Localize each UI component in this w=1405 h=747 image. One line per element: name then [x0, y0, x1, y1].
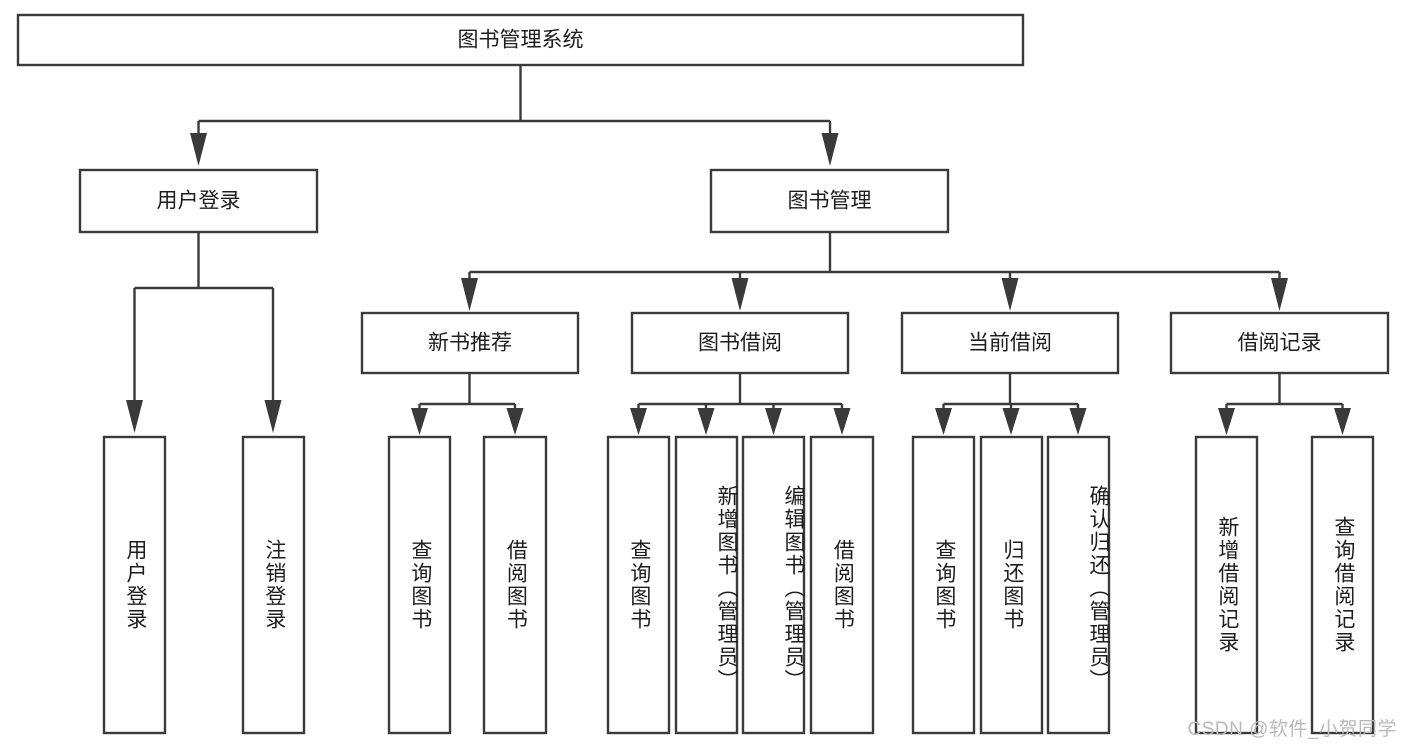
node-current-borrow-label: 当前借阅	[968, 332, 1052, 355]
node-borrow-record[interactable]	[1169, 311, 1390, 375]
node-leaf-query-book-3[interactable]	[911, 435, 976, 735]
node-book-management[interactable]	[709, 168, 950, 234]
arrow-head-icon	[1069, 408, 1087, 435]
connector-book-management-to-level3	[461, 232, 1288, 311]
node-leaf-borrow-book-2[interactable]	[809, 435, 875, 735]
node-leaf-borrow-book-1[interactable]	[482, 435, 548, 735]
arrow-head-icon	[1271, 278, 1288, 311]
arrow-head-icon	[1334, 408, 1351, 435]
watermark: CSDN @软件_小贺同学	[1187, 719, 1397, 740]
node-book-borrow[interactable]	[630, 311, 850, 375]
arrow-head-icon	[1002, 408, 1020, 435]
connector-book-borrow-to-leaves	[630, 373, 851, 435]
node-leaf-return-book[interactable]	[979, 435, 1044, 735]
node-user-login[interactable]	[78, 168, 319, 234]
arrow-head-icon	[833, 408, 851, 435]
connector-current-borrow-to-leaves	[935, 373, 1087, 435]
node-book-management-label: 图书管理	[788, 190, 872, 213]
node-book-borrow-label: 图书借阅	[698, 332, 782, 355]
node-new-book-recommend[interactable]	[360, 311, 580, 375]
node-root[interactable]	[16, 13, 1025, 67]
node-leaf-logout-login[interactable]	[241, 435, 306, 735]
node-leaf-edit-book[interactable]	[741, 435, 806, 735]
arrow-head-icon	[731, 278, 749, 311]
arrow-head-icon	[1001, 278, 1019, 311]
node-new-book-recommend-label: 新书推荐	[428, 332, 512, 355]
connector-new-book-to-leaves	[411, 373, 524, 435]
node-current-borrow[interactable]	[900, 311, 1120, 375]
node-leaf-confirm-return[interactable]	[1046, 435, 1111, 735]
connector-root-to-level2	[190, 65, 839, 166]
arrow-head-icon	[697, 408, 715, 435]
arrow-head-icon	[765, 408, 782, 435]
node-borrow-record-label: 借阅记录	[1238, 332, 1322, 355]
node-leaf-query-book-2[interactable]	[606, 435, 671, 735]
arrow-head-icon	[126, 400, 143, 433]
node-leaf-add-record[interactable]	[1194, 435, 1259, 735]
arrow-head-icon	[264, 400, 282, 433]
node-leaf-add-book[interactable]	[674, 435, 739, 735]
connector-user-login-to-leaves	[126, 232, 282, 433]
node-leaf-query-book-1[interactable]	[387, 435, 452, 735]
arrow-head-icon	[935, 408, 952, 435]
arrow-head-icon	[411, 408, 428, 435]
arrow-head-icon	[821, 133, 839, 166]
arrow-head-icon	[1218, 408, 1235, 435]
arrow-head-icon	[190, 133, 207, 166]
connector-borrow-record-to-leaves	[1218, 373, 1351, 435]
arrow-head-icon	[630, 408, 647, 435]
arrow-head-icon	[506, 408, 524, 435]
node-leaf-user-login[interactable]	[102, 435, 167, 735]
arrow-head-icon	[461, 278, 478, 311]
node-root-label: 图书管理系统	[458, 29, 584, 52]
node-leaf-query-record[interactable]	[1310, 435, 1375, 735]
node-user-login-label: 用户登录	[157, 190, 241, 213]
